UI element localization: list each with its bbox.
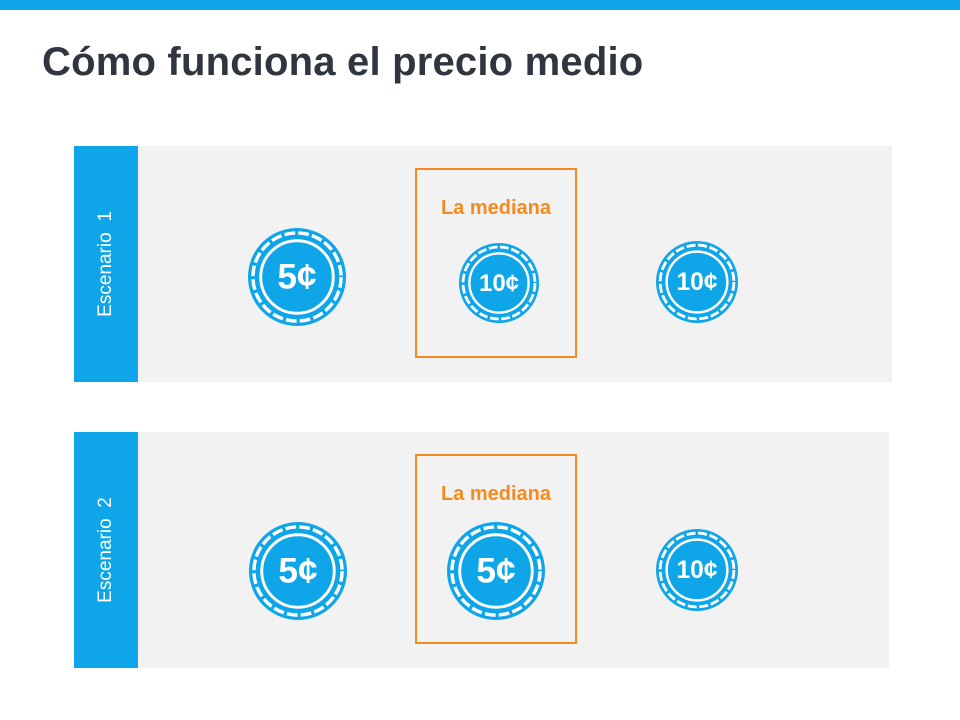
coin-svg: 10¢ (656, 241, 738, 323)
coin-svg: 10¢ (459, 243, 539, 323)
scenario-1-tab: Escenario 1 (74, 146, 138, 382)
scenario-2-median-box: La mediana (415, 454, 577, 644)
coin-svg: 5¢ (249, 522, 347, 620)
scenario-2-tab: Escenario 2 (74, 432, 138, 668)
coin-value: 5¢ (278, 551, 317, 590)
coin-value: 10¢ (676, 557, 717, 584)
coin-icon: 10¢ (656, 529, 738, 611)
coin-icon: 10¢ (459, 243, 539, 323)
coin-svg: 10¢ (656, 529, 738, 611)
coin-value: 5¢ (476, 551, 515, 590)
coin-icon: 5¢ (249, 522, 347, 620)
coin-value: 10¢ (676, 269, 717, 296)
coin-value: 10¢ (479, 270, 519, 297)
scenario-1-median-label: La mediana (440, 197, 552, 219)
page-title: Cómo funciona el precio medio (42, 40, 644, 84)
scenario-1-label: Escenario 1 (95, 211, 116, 317)
scenario-1-median-box: La mediana (415, 168, 577, 358)
coin-icon: 5¢ (447, 522, 545, 620)
coin-icon: 10¢ (656, 241, 738, 323)
scenario-2-panel: Escenario 2 La mediana 5¢ 5¢ 10¢ (74, 432, 889, 668)
scenario-2-label: Escenario 2 (95, 497, 116, 603)
coin-svg: 5¢ (447, 522, 545, 620)
coin-value: 5¢ (277, 257, 316, 296)
coin-icon: 5¢ (248, 228, 346, 326)
scenario-2-median-label: La mediana (440, 483, 552, 505)
scenario-1-panel: Escenario 1 La mediana 5¢ 10¢ 10¢ (74, 146, 892, 382)
coin-svg: 5¢ (248, 228, 346, 326)
top-accent-bar (0, 0, 960, 10)
